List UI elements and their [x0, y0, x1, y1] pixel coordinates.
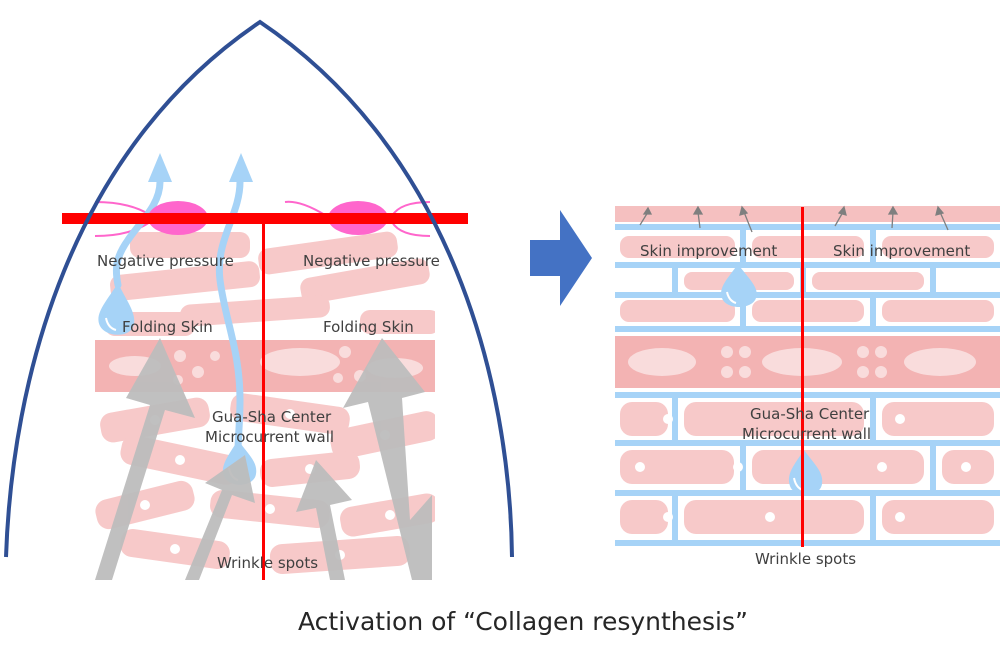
fluid-drop-right-top — [721, 264, 757, 307]
caption: Activation of “Collagen resynthesis” — [298, 607, 748, 636]
push-arrows — [95, 338, 432, 580]
gua-sha-dome — [4, 19, 514, 558]
label-folding-skin-right: Folding Skin — [323, 318, 414, 336]
label-negative-pressure-left: Negative pressure — [97, 252, 234, 270]
center-line-right — [801, 207, 804, 547]
label-negative-pressure-right: Negative pressure — [303, 252, 440, 270]
label-center-line2-right: Microcurrent wall — [742, 425, 871, 443]
label-center-line1-left: Gua-Sha Center — [212, 408, 332, 426]
label-wrinkle-right: Wrinkle spots — [755, 550, 856, 568]
label-folding-skin-left: Folding Skin — [122, 318, 213, 336]
center-line-left — [262, 213, 265, 580]
label-center-line1-right: Gua-Sha Center — [750, 405, 870, 423]
drop-highlight — [726, 291, 737, 304]
improvement-arrows — [639, 205, 949, 233]
fluid-streams — [112, 178, 244, 454]
drop-highlight — [105, 317, 117, 331]
right-tissue — [615, 206, 1000, 552]
label-improvement-right: Skin improvement — [833, 242, 970, 260]
fluid-arrowheads — [148, 153, 253, 182]
label-center-line2-left: Microcurrent wall — [205, 428, 334, 446]
label-wrinkle-left: Wrinkle spots — [217, 554, 318, 572]
transition-arrow — [530, 210, 592, 306]
label-improvement-left: Skin improvement — [640, 242, 777, 260]
fluid-drop-right-bottom — [788, 450, 823, 495]
